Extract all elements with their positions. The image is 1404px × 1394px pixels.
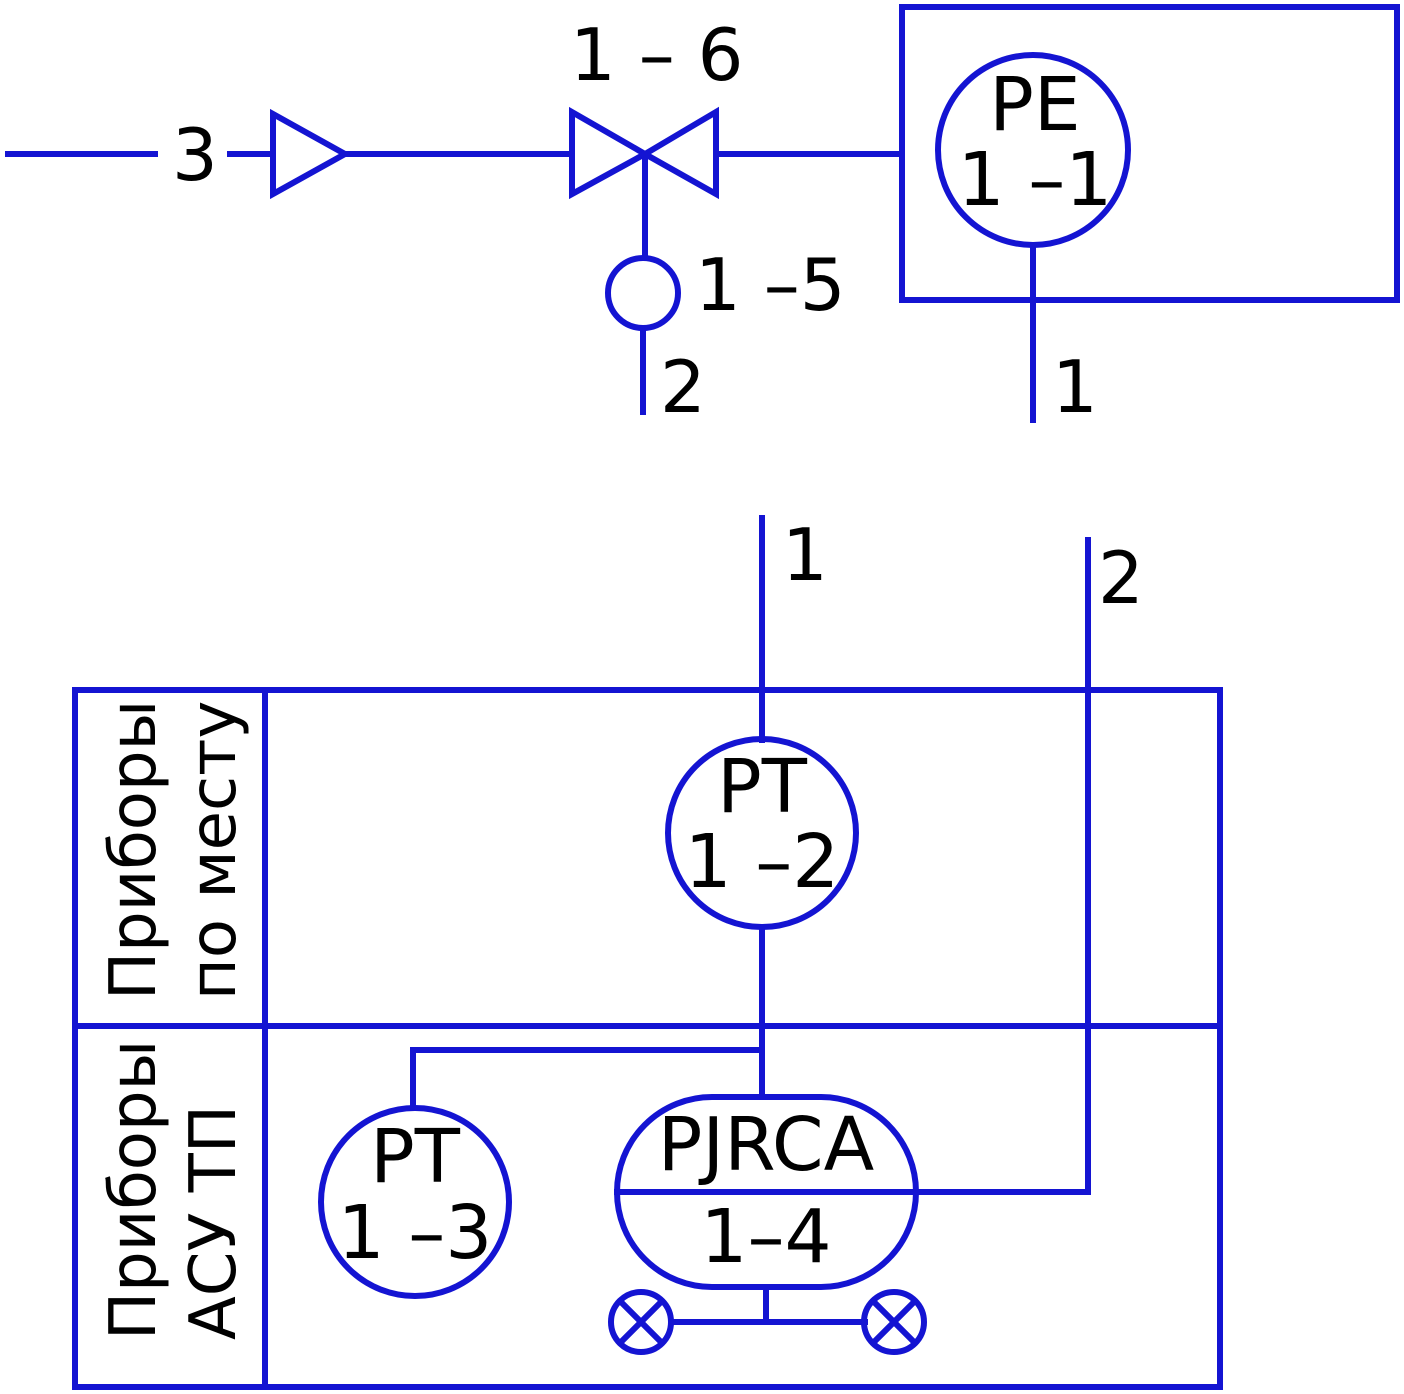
sensor-box — [899, 4, 1400, 303]
line-label-3: 3 — [172, 113, 218, 197]
pt-asu-circle — [318, 1105, 512, 1299]
pt-asu-tag: PT — [370, 1114, 461, 1200]
line-branch-to-pt-asu — [410, 1047, 765, 1111]
pt-local-num: 1 –2 — [685, 819, 840, 905]
alarm-lamp-right-icon — [861, 1289, 927, 1355]
tap-circle-icon — [605, 255, 681, 331]
section-local-line2: по месту — [177, 701, 251, 1000]
bottom-scheme: Приборы по месту Приборы АСУ ТП 1 2 PT 1… — [72, 513, 1223, 1390]
sensor-pe-num: 1 –1 — [958, 137, 1113, 223]
top-scheme: 3 1 – 6 1 –5 2 PE 1 –1 1 — [5, 4, 1400, 429]
line-label-2-bottom: 2 — [1098, 536, 1144, 620]
valve-label: 1 – 6 — [570, 13, 743, 97]
valve-icon-left — [569, 106, 652, 200]
valve-icon-right — [639, 106, 719, 200]
flow-direction-icon — [270, 108, 352, 200]
controller-tag: PJRCA — [658, 1102, 875, 1188]
instrument-table — [72, 687, 1223, 1390]
pt-local-tag: PT — [717, 744, 808, 830]
section-asu-line1: Приборы — [97, 1040, 171, 1340]
section-asu-line2: АСУ ТП — [177, 1105, 251, 1340]
line-label-2-top: 2 — [660, 345, 706, 429]
sensor-pe-tag: PE — [989, 62, 1080, 148]
tap-label: 1 –5 — [695, 243, 846, 327]
section-local-line1: Приборы — [97, 700, 171, 1000]
pt-asu-num: 1 –3 — [338, 1190, 493, 1276]
line-label-1-bottom: 1 — [782, 513, 828, 597]
alarm-lamp-left-icon — [608, 1289, 674, 1355]
controller-num: 1–4 — [700, 1194, 831, 1280]
line-label-1-top: 1 — [1052, 345, 1098, 429]
